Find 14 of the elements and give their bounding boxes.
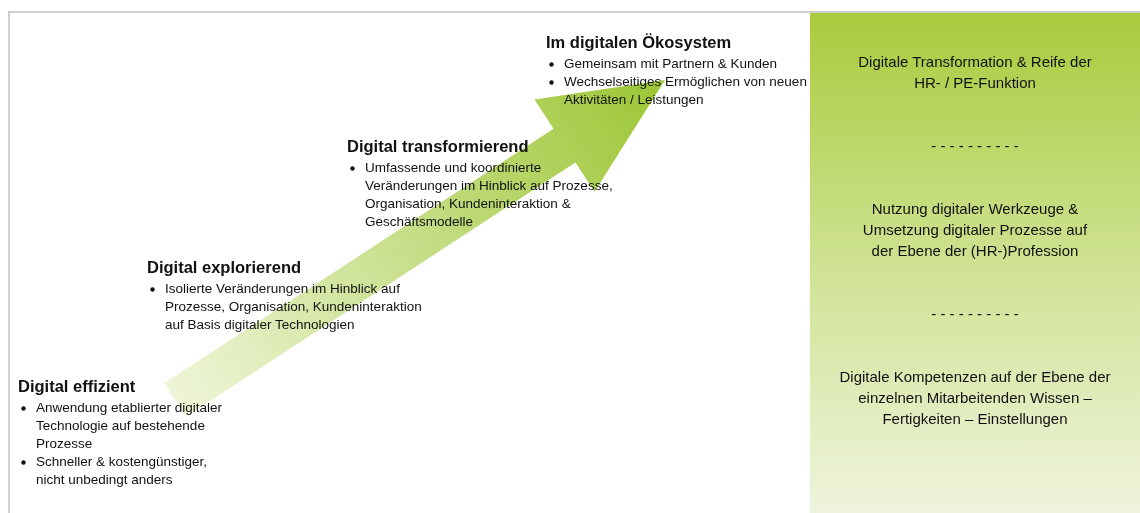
bullet-text: Gemeinsam mit Partnern & Kunden bbox=[564, 55, 778, 73]
dashed-separator: - - - - - - - - - - bbox=[931, 136, 1019, 156]
stage-heading: Digital effizient bbox=[18, 377, 136, 396]
dashed-separator: - - - - - - - - - - bbox=[931, 304, 1019, 324]
bullet-text: Isolierte Veränderungen im Hinblick auf Prozesse, Organisation, Kundeninteraktion auf Basis digitaler Technologien bbox=[165, 280, 423, 334]
stage-heading: Digital transformierend bbox=[347, 137, 529, 156]
stage-heading: Im digitalen Ökosystem bbox=[546, 33, 732, 52]
bullet-text: Schneller & kostengünstiger, nicht unbedingt anders bbox=[36, 453, 209, 489]
bullet-text: Anwendung etablierter digitaler Technologie auf bestehende Prozesse bbox=[36, 399, 224, 453]
panel-text: Nutzung digitaler Werkzeuge & Umsetzung digitaler Prozesse auf der Ebene der (HR-)Profession bbox=[861, 199, 1089, 261]
stage-heading: Digital explorierend bbox=[147, 258, 302, 277]
panel-text: Digitale Kompetenzen auf der Ebene der einzelnen Mitarbeitenden Wissen – Fertigkeiten – Einstellungen bbox=[838, 367, 1112, 429]
panel-text: Digitale Transformation & Reife der HR- / PE-Funktion bbox=[857, 52, 1093, 93]
gradient-panel bbox=[810, 13, 1140, 513]
